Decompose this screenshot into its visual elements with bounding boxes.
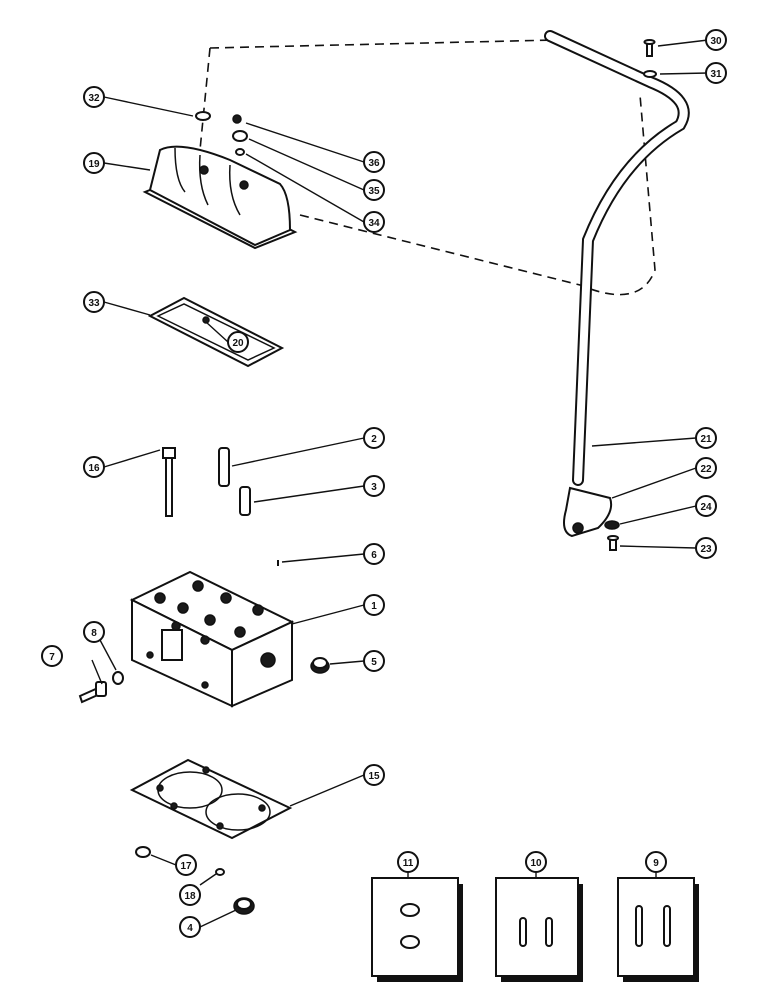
cylinder-head [129, 570, 295, 708]
callout-30: 30 [705, 29, 727, 51]
washer-8 [112, 671, 124, 685]
dowel-3 [239, 486, 251, 516]
svg-text:35: 35 [368, 186, 380, 197]
panel-11 [371, 877, 463, 982]
seal-18 [215, 868, 225, 876]
callout-2: 2 [363, 427, 385, 449]
washer-34 [235, 148, 245, 156]
plug-5 [310, 657, 330, 674]
washer-24 [604, 520, 620, 530]
callout-33: 33 [83, 291, 105, 313]
svg-text:23: 23 [700, 544, 712, 555]
callout-8: 8 [83, 621, 105, 643]
svg-text:4: 4 [187, 923, 193, 934]
svg-text:31: 31 [710, 69, 722, 80]
svg-text:21: 21 [700, 434, 712, 445]
svg-text:18: 18 [184, 891, 196, 902]
svg-text:22: 22 [700, 464, 712, 475]
breather-tube [544, 30, 690, 486]
callout-3: 3 [363, 475, 385, 497]
svg-text:30: 30 [710, 36, 722, 47]
svg-text:7: 7 [49, 652, 55, 663]
callout-16: 16 [83, 456, 105, 478]
callout-35: 35 [363, 179, 385, 201]
callout-21: 21 [695, 427, 717, 449]
svg-text:6: 6 [371, 550, 377, 561]
callout-36: 36 [363, 151, 385, 173]
svg-text:24: 24 [700, 502, 712, 513]
svg-text:3: 3 [371, 482, 377, 493]
svg-text:17: 17 [180, 861, 192, 872]
callout-1: 1 [363, 594, 385, 616]
screw-30 [643, 39, 656, 57]
insert-4 [233, 897, 255, 915]
callout-7: 7 [41, 645, 63, 667]
seal-17 [135, 846, 151, 858]
callout-31: 31 [705, 62, 727, 84]
svg-text:11: 11 [403, 858, 414, 869]
svg-text:5: 5 [371, 657, 377, 668]
washer-32 [195, 111, 211, 121]
callouts: 30 31 32 36 35 34 19 33 20 16 2 3 6 1 5 … [41, 29, 727, 938]
callout-9: 9 [645, 851, 667, 873]
svg-text:10: 10 [530, 858, 542, 869]
svg-text:20: 20 [232, 338, 244, 349]
callout-18: 18 [179, 884, 201, 906]
tube-bracket [563, 486, 613, 538]
svg-text:32: 32 [88, 93, 100, 104]
svg-text:9: 9 [653, 858, 659, 869]
screw-23 [607, 535, 619, 551]
svg-text:33: 33 [88, 298, 100, 309]
head-bolt [162, 447, 176, 517]
callout-5: 5 [363, 650, 385, 672]
panel-9 [617, 877, 699, 982]
callout-32: 32 [83, 86, 105, 108]
svg-text:34: 34 [368, 218, 380, 229]
callout-17: 17 [175, 854, 197, 876]
dowel-2 [218, 447, 230, 487]
callout-15: 15 [363, 764, 385, 786]
callout-6: 6 [363, 543, 385, 565]
callout-10: 10 [525, 851, 547, 873]
callout-11: 11 [397, 851, 419, 873]
nut-36 [232, 114, 242, 124]
callout-23: 23 [695, 537, 717, 559]
callout-20: 20 [227, 331, 249, 353]
svg-text:1: 1 [371, 601, 377, 612]
panel-10 [495, 877, 583, 982]
svg-text:36: 36 [368, 158, 380, 169]
callout-19: 19 [83, 152, 105, 174]
grommet-35 [232, 130, 248, 142]
washer-31 [643, 70, 657, 78]
leader-lines [91, 39, 709, 928]
callout-24: 24 [695, 495, 717, 517]
callout-22: 22 [695, 457, 717, 479]
callout-4: 4 [179, 916, 201, 938]
svg-text:2: 2 [371, 434, 377, 445]
head-gasket [129, 758, 293, 840]
callout-34: 34 [363, 211, 385, 233]
svg-text:8: 8 [91, 628, 97, 639]
svg-text:19: 19 [88, 159, 100, 170]
fitting-7 [78, 681, 107, 704]
svg-text:16: 16 [88, 463, 100, 474]
svg-text:15: 15 [368, 771, 380, 782]
valve-cover [142, 145, 298, 250]
